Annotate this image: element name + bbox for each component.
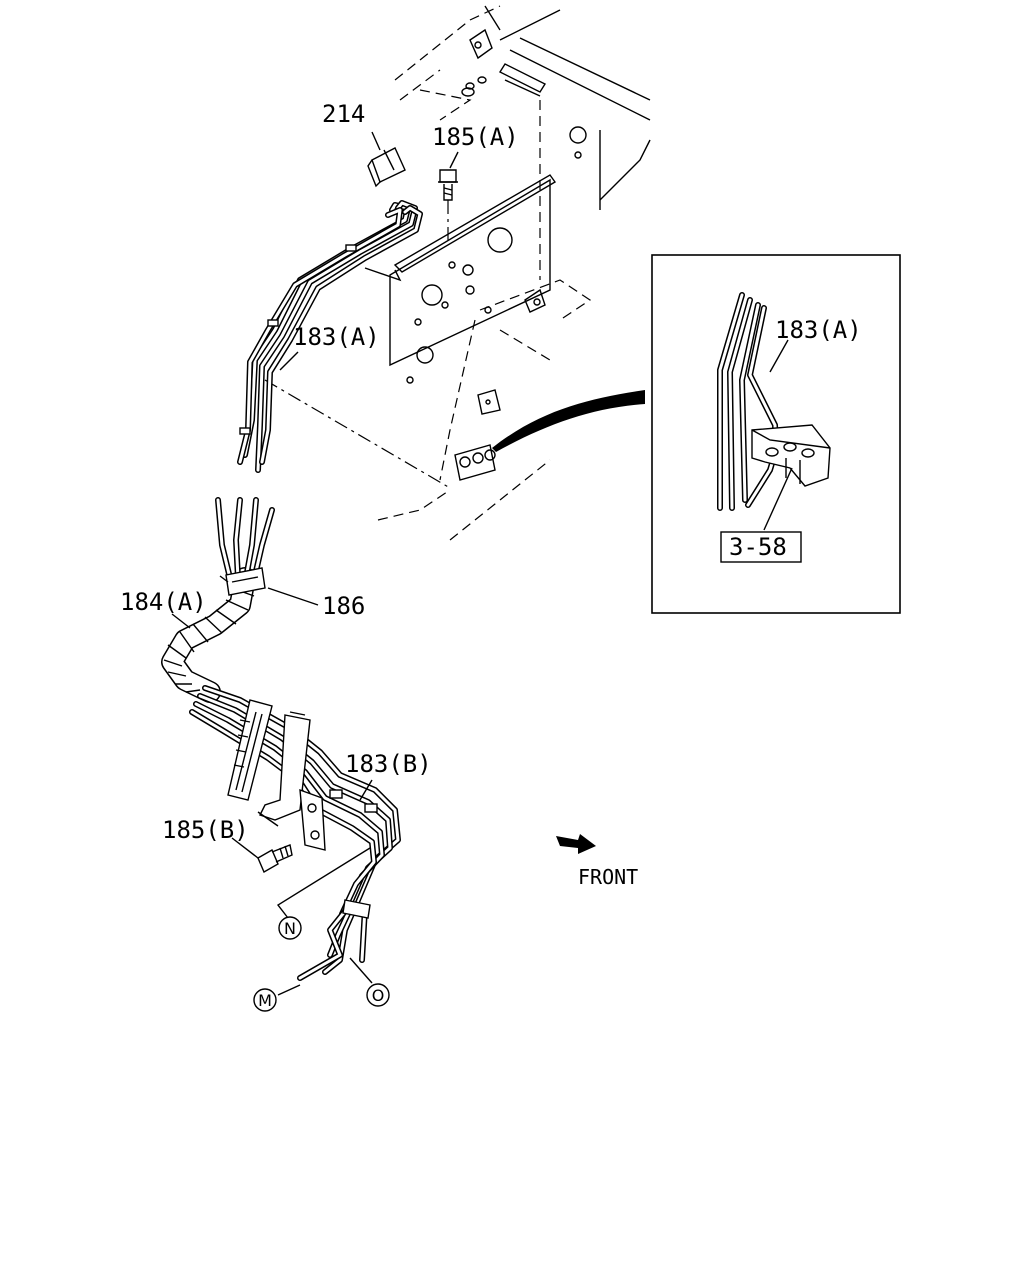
- label-183a-inset: 183(A): [775, 316, 862, 344]
- label-184a: 184(A): [120, 588, 207, 616]
- label-183a-main: 183(A): [293, 323, 380, 351]
- leader-lines: [171, 131, 459, 996]
- inset-pointer-arrow: [492, 390, 645, 452]
- part-185b-bolt: [257, 844, 293, 873]
- label-185a-top: 185(A): [432, 123, 519, 151]
- part-214-cap: [367, 147, 406, 188]
- marker-n: N: [278, 916, 302, 940]
- inset-detail: [717, 292, 831, 531]
- front-label: FRONT: [578, 865, 638, 889]
- front-arrow-icon: [556, 834, 596, 854]
- label-183b: 183(B): [345, 750, 432, 778]
- marker-o-letter: O: [372, 986, 385, 1005]
- part-185a-bolt: [438, 169, 458, 201]
- bracket-plate: [364, 174, 557, 481]
- marker-n-letter: N: [284, 919, 296, 938]
- hose-184a: [161, 497, 275, 703]
- marker-o: O: [366, 983, 390, 1007]
- label-186: 186: [322, 592, 365, 620]
- pipe-183a-upper: [237, 200, 423, 473]
- marker-m: M: [253, 988, 277, 1012]
- lower-brackets: [227, 699, 326, 851]
- ref-box-frame: [720, 531, 802, 563]
- label-214: 214: [322, 100, 365, 128]
- marker-m-letter: M: [258, 991, 272, 1010]
- ref-box-3-58: 3-58: [729, 533, 787, 561]
- cab-frame: [377, 5, 651, 541]
- front-direction: FRONT: [556, 834, 638, 889]
- label-185b: 185(B): [162, 816, 249, 844]
- inset-box: [651, 254, 901, 614]
- leader-183a-to-clip: [264, 379, 451, 489]
